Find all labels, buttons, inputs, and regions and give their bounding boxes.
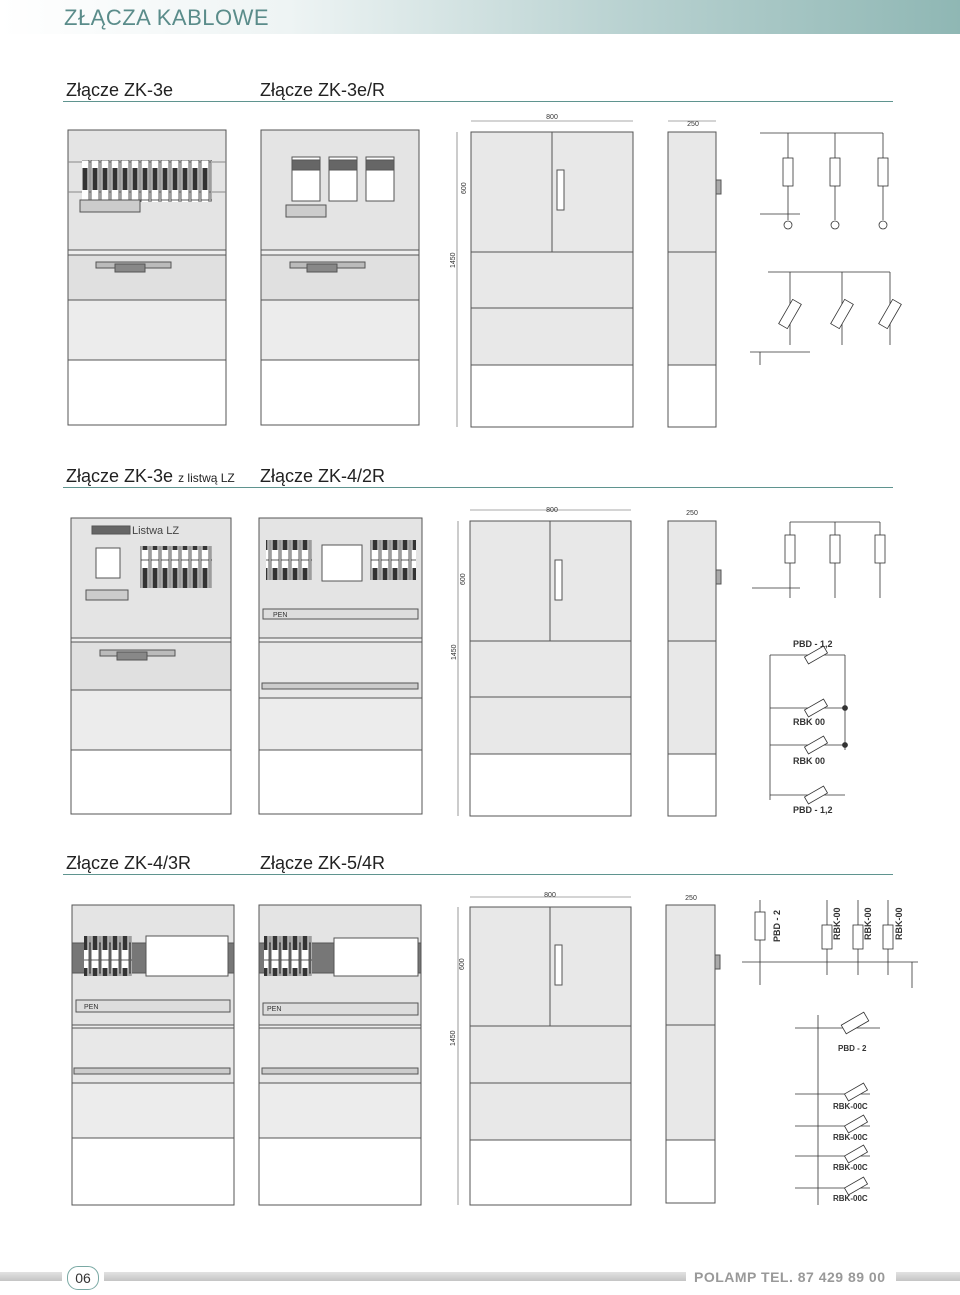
- section-title-zk5-4r: Złącze ZK-5/4R: [260, 853, 386, 873]
- dim-top-label: 600: [459, 958, 466, 970]
- dim-height-label: 1450: [450, 252, 457, 268]
- header-bar: ZŁĄCZA KABLOWE: [0, 0, 960, 34]
- footer-bar-right: [896, 1272, 960, 1281]
- footer-brand: POLAMP TEL. 87 429 89 00: [694, 1269, 886, 1285]
- rbk00c-label: RBK-00C: [833, 1194, 868, 1203]
- rbk00-label-vertical: RBK-00: [863, 907, 873, 940]
- dim-width-label: 800: [546, 507, 558, 514]
- rbk00-label: RBK 00: [793, 717, 825, 727]
- rbk00c-label: RBK-00C: [833, 1133, 868, 1142]
- dim-depth-label: 250: [686, 510, 698, 517]
- section-title-zk3e-r: Złącze ZK-3e/R: [260, 80, 386, 100]
- section-title-zk4-2r: Złącze ZK-4/2R: [260, 466, 386, 486]
- front-view-1: [456, 120, 634, 428]
- section-rule: [63, 487, 893, 488]
- schematic-1-top: [760, 132, 889, 230]
- front-view-3: [457, 896, 632, 1206]
- section-title-zk4-3r: Złącze ZK-4/3R: [66, 853, 192, 873]
- side-view-3: [665, 904, 721, 1204]
- schematic-2-bottom: [769, 645, 848, 805]
- page-number: 06: [67, 1266, 99, 1290]
- section-title-zk3e: Złącze ZK-3e: [66, 80, 174, 100]
- dim-width-label: 800: [546, 114, 558, 121]
- cabinet-zk3e-r: [260, 129, 420, 426]
- footer-bar-middle: [104, 1272, 686, 1281]
- dim-height-label: 1450: [450, 1030, 457, 1046]
- dim-width-label: 800: [544, 892, 556, 899]
- cabinet-zk3e: [67, 129, 227, 426]
- pbd12-label: PBD - 1,2: [793, 639, 833, 649]
- pbd12-label: PBD - 1,2: [793, 805, 833, 815]
- pen-label: PEN: [267, 1006, 281, 1013]
- side-view-1: [667, 120, 722, 428]
- dim-depth-label: 250: [687, 121, 699, 128]
- schematic-1-bottom: [750, 271, 902, 365]
- dim-height-label: 1450: [451, 644, 458, 660]
- rbk00-label-vertical: RBK-00: [894, 907, 904, 940]
- pbd2-label-vertical: PBD - 2: [772, 910, 782, 942]
- rbk00-label: RBK 00: [793, 756, 825, 766]
- pen-label: PEN: [273, 612, 287, 619]
- listwa-label: Listwa LZ: [132, 525, 179, 537]
- cabinet-zk5-4r: [258, 904, 422, 1206]
- cabinet-zk4-3r: [71, 904, 235, 1206]
- dim-top-label: 600: [460, 573, 467, 585]
- section-rule: [63, 101, 893, 102]
- dim-depth-label: 250: [685, 895, 697, 902]
- pbd2-label: PBD - 2: [838, 1044, 867, 1053]
- rbk00-label-vertical: RBK-00: [832, 907, 842, 940]
- page-title: ZŁĄCZA KABLOWE: [64, 5, 270, 30]
- rbk00c-label: RBK-00C: [833, 1163, 868, 1172]
- side-view-2: [667, 520, 722, 817]
- section-rule: [63, 874, 893, 875]
- dim-top-label: 600: [461, 182, 468, 194]
- cabinet-zk4-2r: [258, 517, 423, 815]
- footer-bar-left: [0, 1272, 62, 1281]
- cabinet-zk3e-lz: [70, 517, 232, 815]
- schematic-3-top: [742, 900, 918, 988]
- rbk00c-label: RBK-00C: [833, 1102, 868, 1111]
- section-title-zk3e-lz: Złącze ZK-3e z listwą LZ: [66, 466, 235, 486]
- schematic-3-bottom: [795, 1011, 880, 1205]
- front-view-2: [457, 509, 632, 817]
- pen-label: PEN: [84, 1004, 98, 1011]
- schematic-2-top: [752, 521, 886, 598]
- section-subtitle-lz: z listwą LZ: [178, 471, 235, 485]
